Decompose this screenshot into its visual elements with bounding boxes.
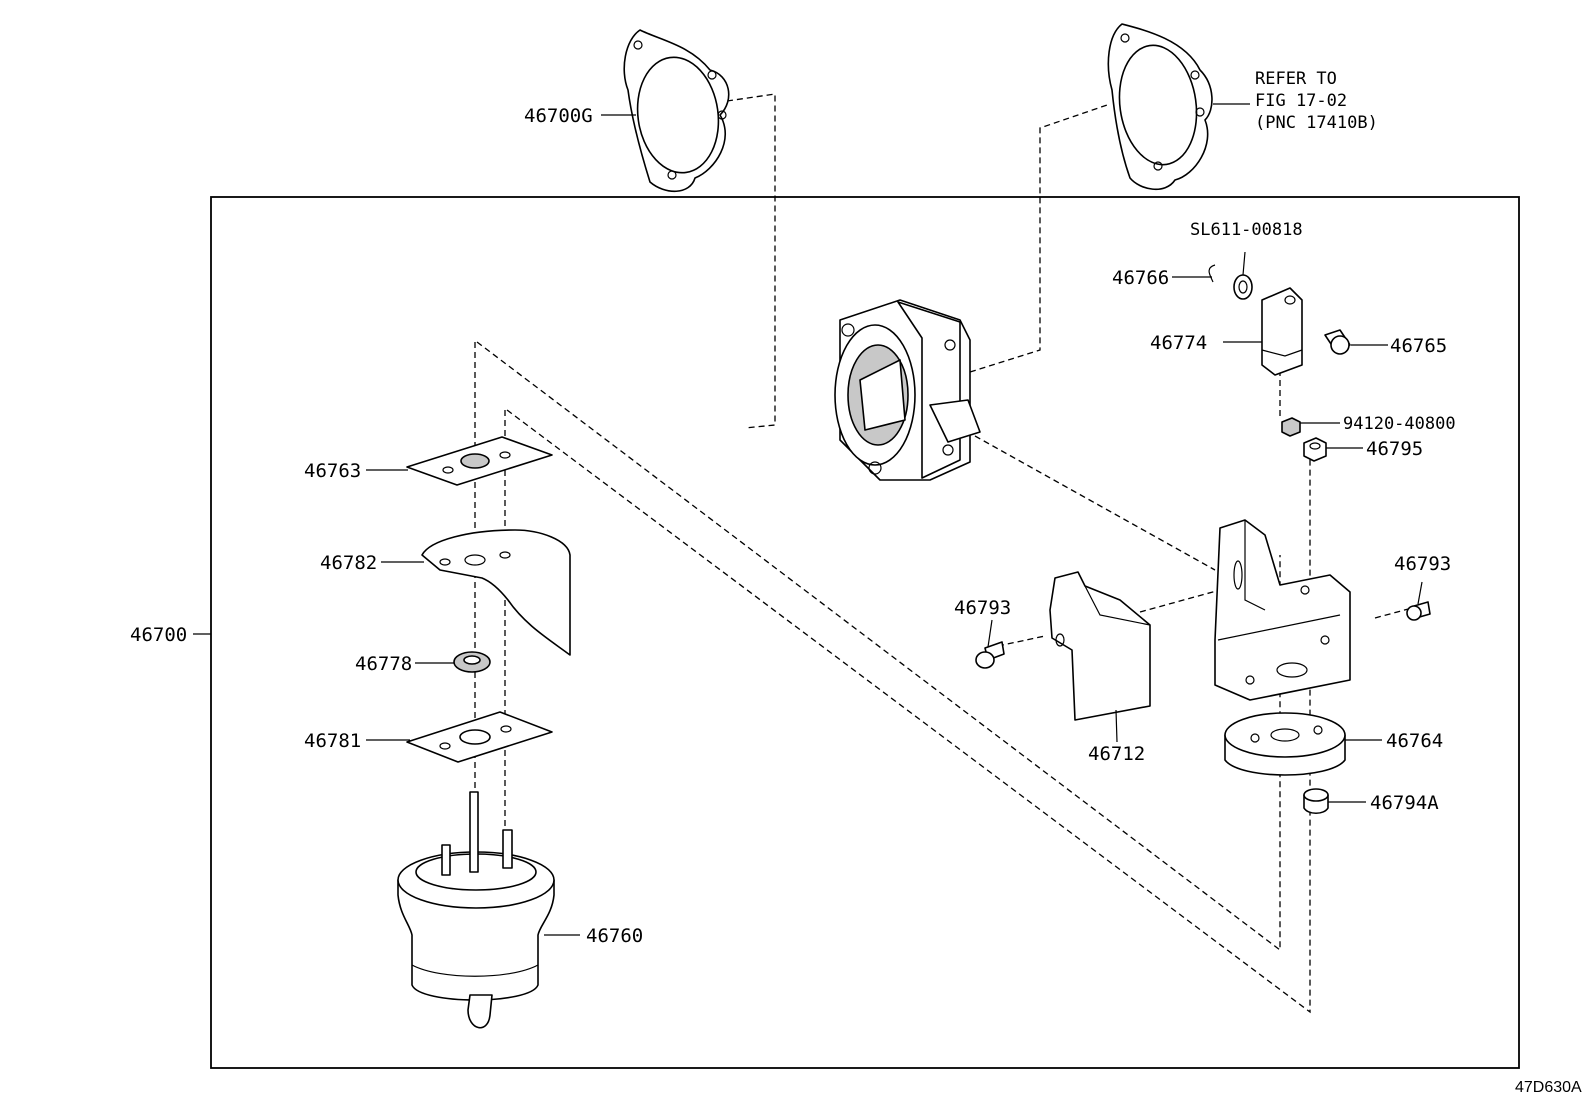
pin-46766 xyxy=(1208,264,1216,283)
label-46760: 46760 xyxy=(586,925,643,947)
label-46712: 46712 xyxy=(1088,743,1145,765)
leader-lines xyxy=(193,103,1423,936)
label-46700G: 46700G xyxy=(524,105,593,127)
gasket-reference xyxy=(1107,23,1213,190)
plate-46781 xyxy=(406,711,553,763)
bracket-46782 xyxy=(421,529,571,656)
diagram-code: 47D630A xyxy=(1515,1079,1582,1096)
gasket-46700G xyxy=(623,29,730,193)
collar-46794A xyxy=(1303,788,1329,815)
assembly-frame xyxy=(210,196,1520,1069)
label-46700: 46700 xyxy=(130,624,187,646)
plate-46763 xyxy=(406,436,553,486)
label-46793-right: 46793 xyxy=(1394,553,1451,575)
cover-46712 xyxy=(1049,571,1151,721)
refer-note-line-3: (PNC 17410B) xyxy=(1255,113,1378,133)
nut-94120 xyxy=(1281,417,1301,437)
refer-note-line-2: FIG 17-02 xyxy=(1255,91,1347,111)
label-46763: 46763 xyxy=(304,460,361,482)
label-46793-left: 46793 xyxy=(954,597,1011,619)
refer-note: REFER TO FIG 17-02 (PNC 17410B) xyxy=(1255,69,1378,133)
label-SL611-00818: SL611-00818 xyxy=(1190,220,1303,240)
label-94120-40800: 94120-40800 xyxy=(1343,414,1456,434)
label-46782: 46782 xyxy=(320,552,377,574)
valve-body xyxy=(834,299,981,481)
label-46794A: 46794A xyxy=(1370,792,1439,814)
bolt-46793-left xyxy=(975,641,1005,669)
label-46781: 46781 xyxy=(304,730,361,752)
nut-46795 xyxy=(1303,437,1327,462)
label-46795: 46795 xyxy=(1366,438,1423,460)
pin-46765 xyxy=(1324,329,1351,355)
actuator-46760 xyxy=(397,791,555,1029)
refer-note-line-1: REFER TO xyxy=(1255,69,1337,89)
washer-SL611 xyxy=(1233,274,1253,300)
washer-46778 xyxy=(453,651,491,673)
label-46778: 46778 xyxy=(355,653,412,675)
label-46764: 46764 xyxy=(1386,730,1443,752)
bolt-46793-right xyxy=(1406,601,1431,621)
weight-46764 xyxy=(1224,712,1346,776)
label-46766: 46766 xyxy=(1112,267,1169,289)
label-46765: 46765 xyxy=(1390,335,1447,357)
bracket-main xyxy=(1214,519,1351,701)
label-46774: 46774 xyxy=(1150,332,1207,354)
clevis-46774 xyxy=(1261,287,1303,376)
